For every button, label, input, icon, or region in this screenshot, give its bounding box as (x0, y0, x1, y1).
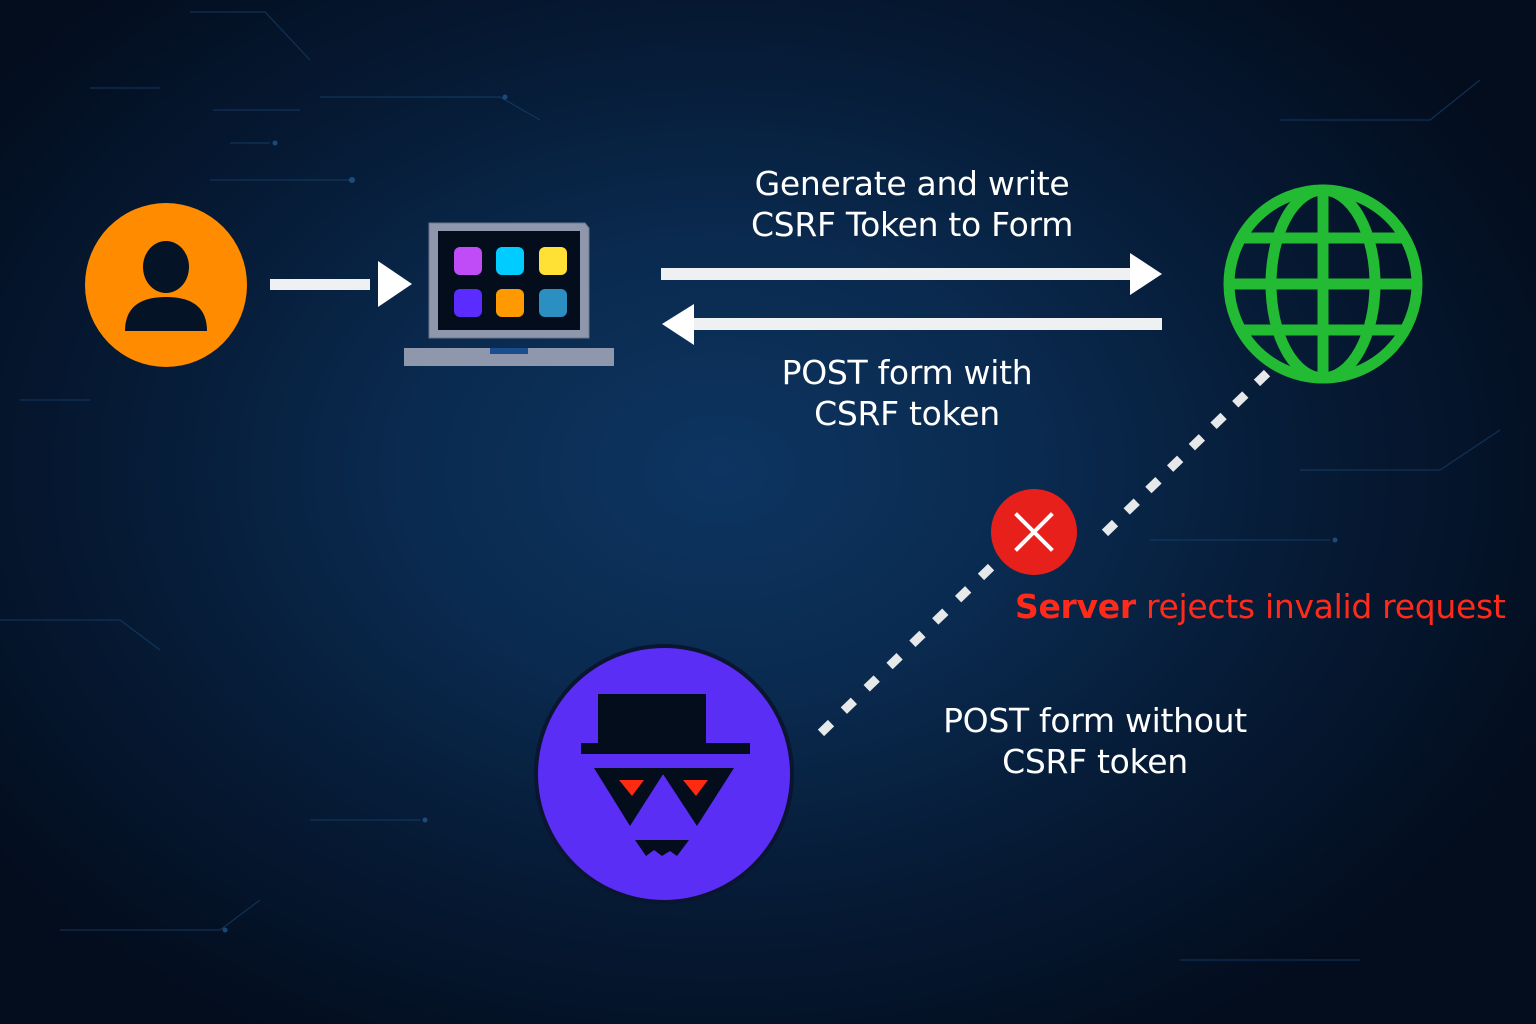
attack-path-dash (909, 630, 926, 647)
attack-path-dash (1145, 477, 1162, 494)
attack-path-dash (840, 697, 858, 714)
hacker-icon (534, 644, 794, 904)
generate-token-label: Generate and write CSRF Token to Form (712, 163, 1112, 245)
attack-path-dash (886, 653, 903, 670)
attack-path-dash (1188, 434, 1206, 451)
arrow-server-to-browser (662, 304, 1162, 345)
post-with-token-label: POST form with CSRF token (707, 352, 1107, 434)
attack-path-dash (1166, 455, 1184, 472)
attack-path-dash (1123, 498, 1140, 515)
attack-path-dash (1232, 391, 1249, 408)
laptop-icon (404, 222, 614, 366)
attack-path-dash (977, 563, 995, 581)
label-line-1: POST form without (943, 701, 1247, 740)
arrow-user-to-browser (270, 261, 412, 307)
attack-path-dash (817, 719, 835, 737)
app-tile (539, 247, 567, 275)
attack-path-dash (954, 586, 972, 603)
app-tile (496, 289, 524, 317)
label-line-2: CSRF token (1002, 742, 1188, 781)
attack-path-dash (932, 608, 949, 625)
app-tile (454, 247, 482, 275)
app-tile (539, 289, 567, 317)
post-without-token-label: POST form without CSRF token (895, 700, 1295, 782)
user-icon (85, 203, 247, 367)
server-node (1222, 183, 1424, 385)
arrow-browser-to-server (661, 253, 1162, 295)
label-line-1: POST form with (781, 353, 1033, 392)
browser-node (402, 220, 616, 370)
app-tile (454, 289, 482, 317)
attack-path-dash (863, 675, 880, 692)
globe-icon (1223, 184, 1423, 384)
rejection-label-rest: rejects invalid request (1135, 587, 1506, 626)
attack-path-dash (1253, 369, 1271, 387)
label-line-2: CSRF token (814, 394, 1000, 433)
app-tile (496, 247, 524, 275)
attacker-node (534, 644, 794, 904)
label-line-2: CSRF Token to Form (750, 205, 1074, 244)
attack-path-dash (1210, 412, 1227, 429)
user-node (84, 203, 248, 367)
label-line-1: Generate and write (754, 164, 1070, 203)
rejection-label: Server rejects invalid request (1015, 587, 1506, 626)
attack-path-dash (1101, 519, 1119, 537)
x-icon (991, 489, 1077, 575)
rejection-label-bold: Server (1015, 587, 1136, 626)
reject-node (990, 488, 1078, 576)
